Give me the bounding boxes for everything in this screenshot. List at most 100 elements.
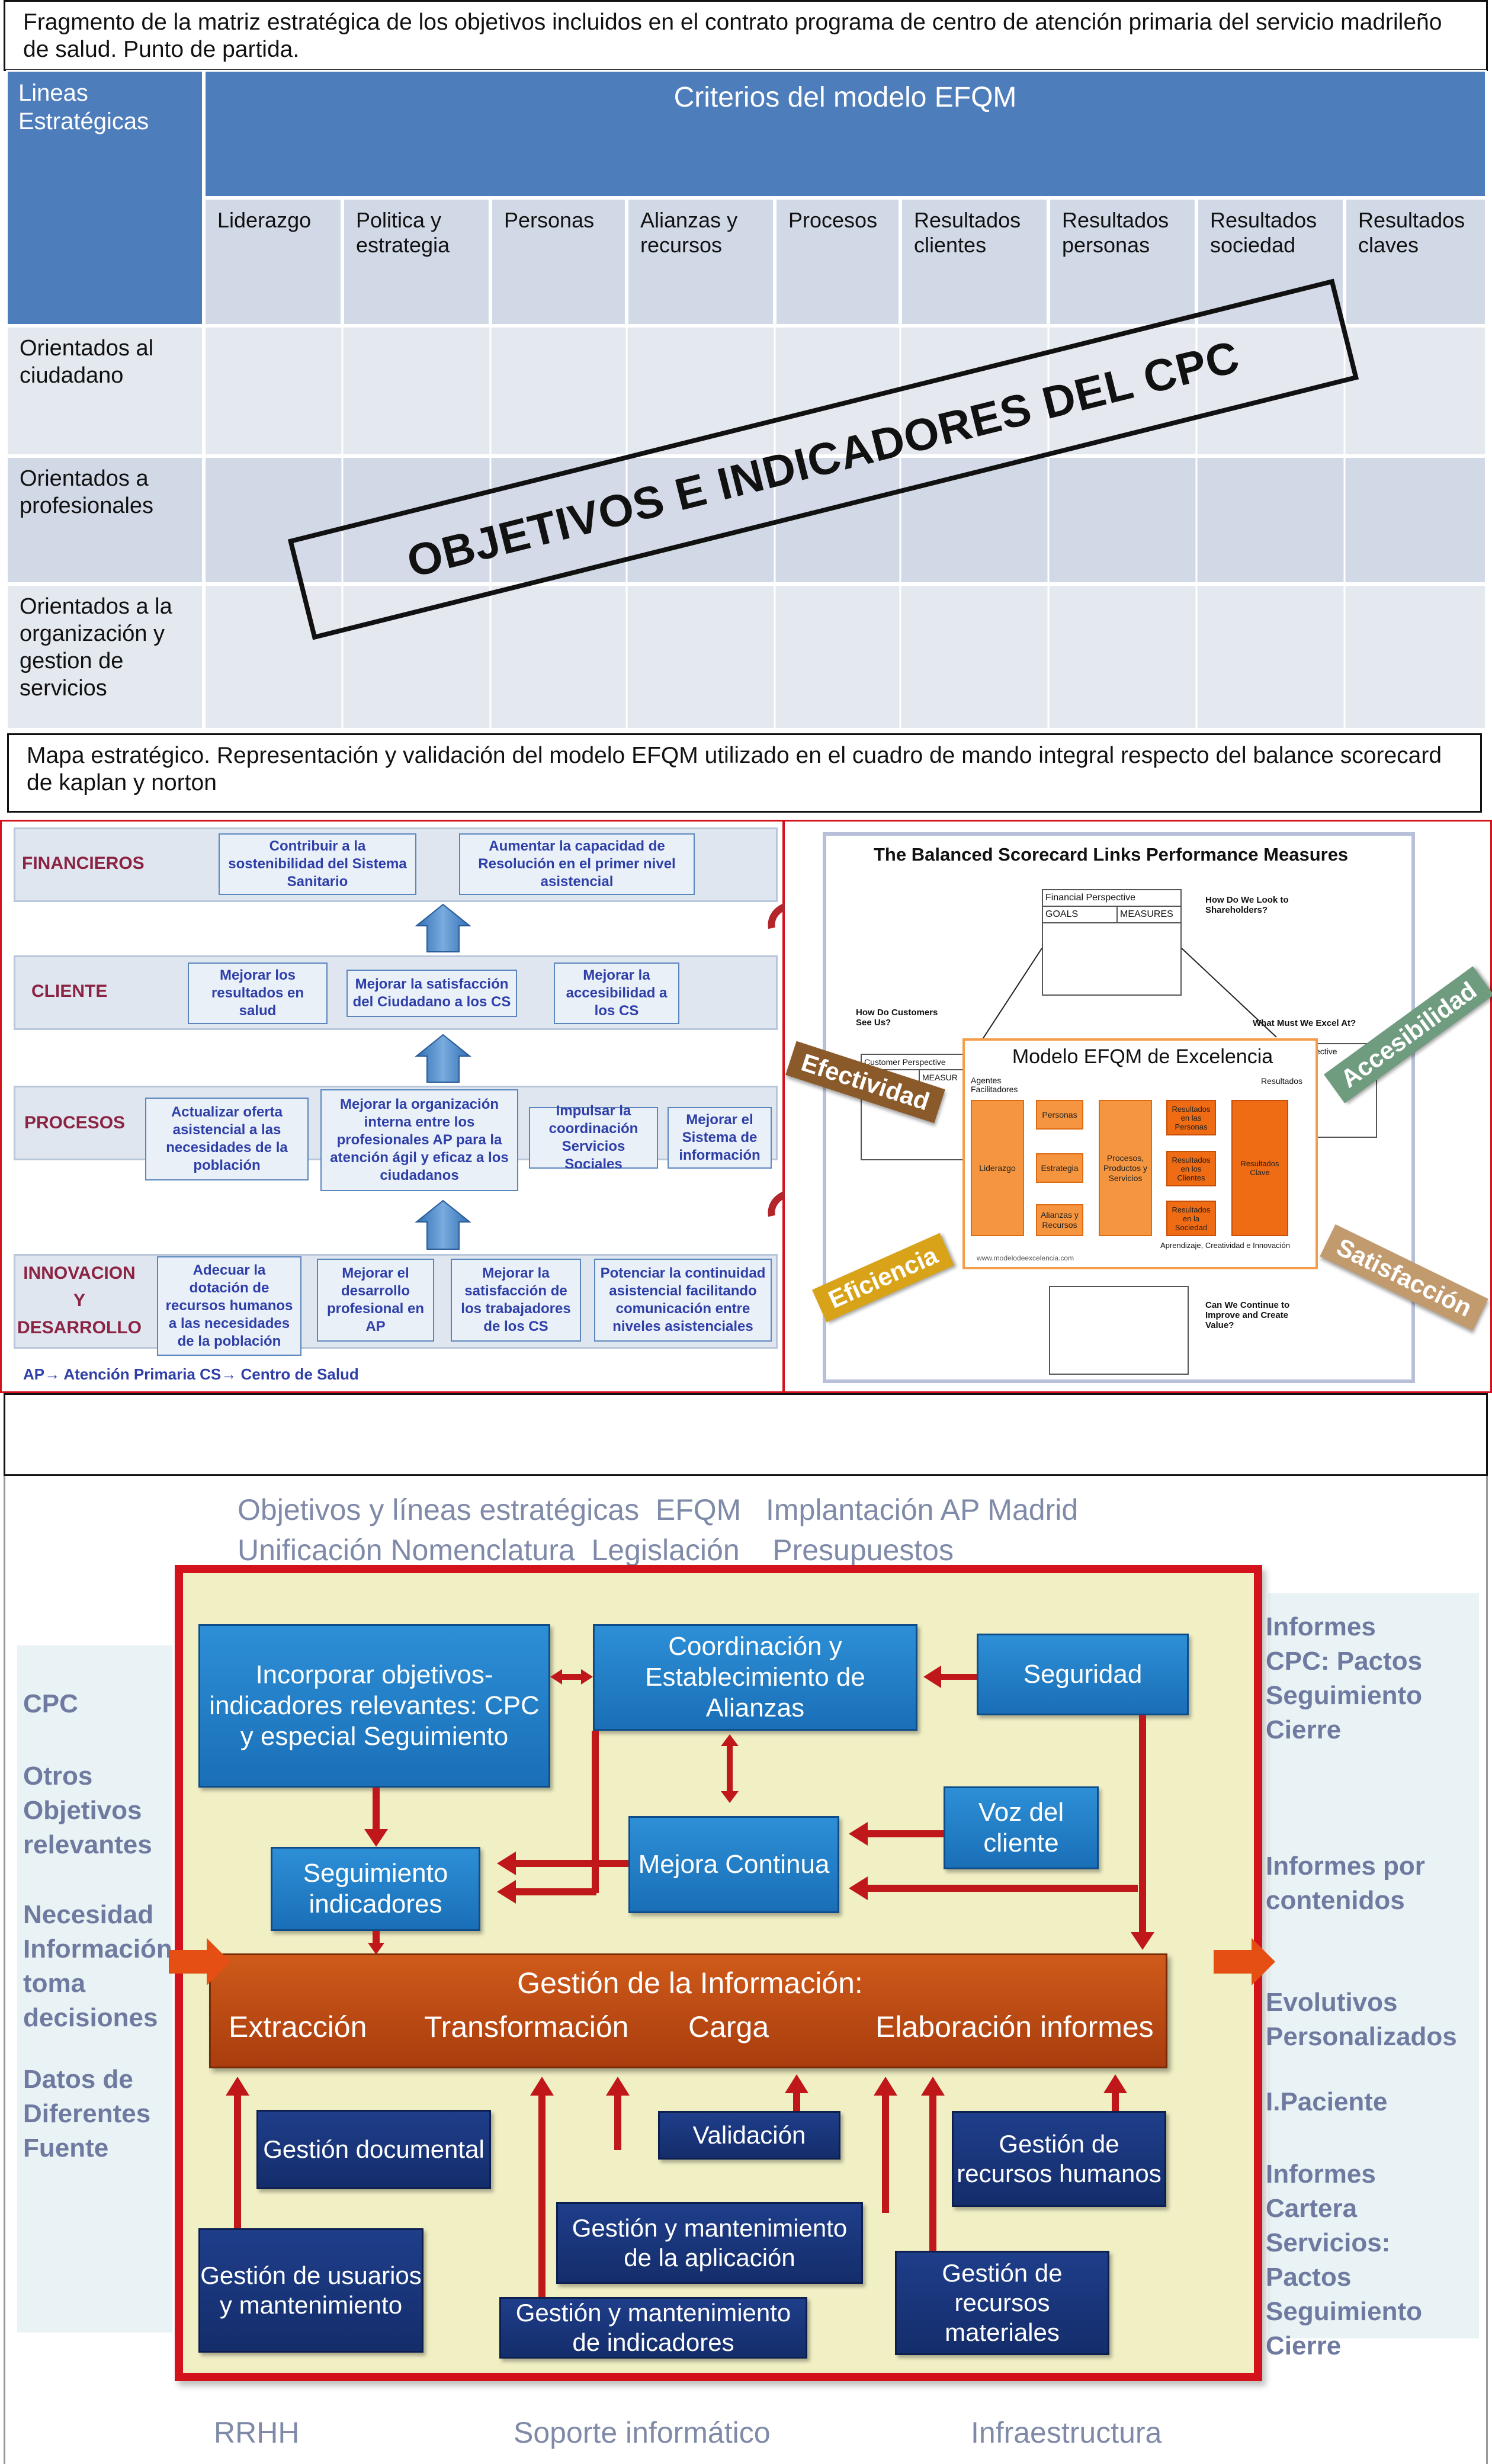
criterion: Resultados sociedad [1196, 198, 1345, 326]
gestion-bar: Gestión de la Información: Extracción Tr… [209, 1953, 1167, 2068]
objective: Mejorar el Sistema de información [668, 1107, 772, 1169]
empty-frame [4, 1393, 1488, 1476]
left-item: CPC [23, 1689, 78, 1718]
criterion: Procesos [775, 198, 900, 326]
gestion-step: Carga [688, 2010, 769, 2043]
efqm-url: www.modelodeexcelencia.com [977, 1254, 1074, 1262]
customer-label: Customer Perspective [862, 1055, 966, 1070]
resultados-label: Resultados [1261, 1076, 1303, 1086]
matrix-corner: Lineas Estratégicas [6, 70, 204, 326]
right-item: Informes por contenidos [1266, 1852, 1425, 1915]
top-line-1: Objetivos y líneas estratégicas EFQM Imp… [238, 1493, 1079, 1526]
map-legend: AP→ Atención Primaria CS→ Centro de Salu… [23, 1365, 359, 1383]
criterion: Resultados clientes [900, 198, 1048, 326]
objective: Mejorar la organización interna entre lo… [320, 1089, 518, 1191]
objective: Mejorar la satisfacción del Ciudadano a … [346, 970, 517, 1017]
matrix-caption: Fragmento de la matriz estratégica de lo… [4, 0, 1488, 71]
voz-box: Voz del cliente [944, 1786, 1099, 1869]
matrix-header: Criterios del modelo EFQM [204, 70, 1487, 198]
objective: Aumentar la capacidad de Resolución en e… [459, 833, 695, 895]
objective: Contribuir a la sostenibilidad del Siste… [219, 833, 416, 895]
criterion: Politica y estrategia [342, 198, 490, 326]
gestion-step: Transformación [424, 2010, 629, 2043]
process-diagram: Objetivos y líneas estratégicas EFQM Imp… [4, 1476, 1488, 2464]
financial-label: Financial Perspective [1043, 890, 1180, 907]
right-item: Evolutivos Personalizados [1266, 1988, 1457, 2051]
aplicacion-box: Gestión y mantenimiento de la aplicación [556, 2202, 863, 2284]
objective: Actualizar oferta asistencial a las nece… [145, 1098, 309, 1180]
strategy-map-panel: FINANCIEROS Contribuir a la sostenibilid… [0, 820, 1492, 1393]
aprendizaje-label: Aprendizaje, Creatividad e Innovación [1160, 1241, 1290, 1250]
documental-box: Gestión documental [256, 2110, 491, 2189]
q-excel: What Must We Excel At? [1253, 1018, 1356, 1028]
bottom-label: Soporte informático [514, 2416, 771, 2449]
efqm-r-clientes: Resultados en los Clientes [1166, 1151, 1216, 1186]
indicadores-box: Gestión y mantenimiento de indicadores [499, 2297, 807, 2359]
top-line-2: Unificación Nomenclatura Legislación Pre… [238, 1533, 954, 1567]
left-item: Otros Objetivos relevantes [23, 1762, 152, 1859]
bsc-diagram: The Balanced Scorecard Links Performance… [823, 832, 1415, 1383]
efqm-r-sociedad: Resultados en la Sociedad [1166, 1201, 1216, 1236]
ective-label: ective [1315, 1047, 1337, 1056]
efqm-title: Modelo EFQM de Excelencia [1012, 1045, 1273, 1068]
q-improve: Can We Continue to Improve and Create Va… [1205, 1300, 1290, 1330]
input-arrow-icon [169, 1938, 230, 1985]
matrix-row [204, 326, 1487, 456]
incorporar-box: Incorporar objetivos-indicadores relevan… [198, 1624, 550, 1788]
agentes-label: Agentes Facilitadores [971, 1076, 1018, 1094]
bottom-label: Infraestructura [971, 2416, 1162, 2449]
right-item: Informes Cartera Servicios: Pactos Segui… [1266, 2160, 1423, 2360]
up-arrow-icon [415, 1034, 471, 1083]
cycle-arrow-icon [768, 1191, 785, 1217]
band-label: PROCESOS [24, 1113, 126, 1132]
matrix-grid [341, 326, 1346, 730]
right-item: Informes CPC: Pactos Seguimiento Cierre [1266, 1612, 1423, 1744]
efqm-personas: Personas [1036, 1100, 1083, 1130]
rrhh-box: Gestión de recursos humanos [952, 2111, 1166, 2207]
cycle-arrow-icon [768, 903, 785, 929]
band-label: INNOVACION Y DESARROLLO [17, 1263, 142, 1337]
right-panel [1268, 1593, 1479, 2338]
validacion-box: Validación [658, 2111, 840, 2160]
row-label: Orientados a la organización y gestion d… [6, 584, 204, 730]
learning-box [1049, 1286, 1189, 1375]
efqm-procesos: Procesos, Productos y Servicios [1099, 1100, 1152, 1236]
gestion-title: Gestión de la Información: [517, 1966, 863, 2000]
left-panel [17, 1645, 172, 2333]
bottom-label: RRHH [214, 2416, 300, 2449]
left-item: Necesidad Información toma decisiones [23, 1900, 172, 2032]
goals-label: GOALS [1043, 907, 1118, 922]
objective: Mejorar la accesibilidad a los CS [554, 962, 679, 1024]
matrix-row [204, 456, 1487, 584]
gestion-step: Extracción [229, 2010, 367, 2043]
efqm-liderazgo: Liderazgo [971, 1100, 1024, 1236]
band-label: CLIENTE [31, 981, 108, 1001]
coordinacion-box: Coordinación y Establecimiento de Alianz… [593, 1624, 917, 1731]
materiales-box: Gestión de recursos materiales [895, 2251, 1109, 2355]
matrix-row [204, 584, 1487, 730]
objective: Mejorar los resultados en salud [188, 962, 328, 1024]
measures-label: MEASURES [1120, 909, 1173, 919]
left-item: Datos de Diferentes Fuente [23, 2065, 151, 2163]
objective: Potenciar la continuidad asistencial fac… [594, 1259, 772, 1342]
objective: Adecuar la dotación de recursos humanos … [157, 1256, 301, 1356]
criterion: Alianzas y recursos [627, 198, 775, 326]
efqm-matrix: Lineas Estratégicas Criterios del modelo… [6, 70, 1487, 730]
efqm-model: Modelo EFQM de Excelencia Agentes Facili… [962, 1038, 1318, 1269]
objective: Mejorar la satisfacción de los trabajado… [451, 1259, 581, 1342]
criterion: Resultados personas [1048, 198, 1196, 326]
q-customers: How Do Customers See Us? [856, 1008, 938, 1028]
efqm-alianzas: Alianzas y Recursos [1036, 1204, 1083, 1236]
strategy-arrows [415, 903, 785, 1250]
gestion-step: Elaboración informes [875, 2010, 1154, 2043]
up-arrow-icon [415, 1199, 471, 1250]
output-arrow-icon [1214, 1938, 1275, 1985]
mejora-box: Mejora Continua [628, 1816, 839, 1913]
seguimiento-box: Seguimiento indicadores [271, 1847, 480, 1931]
efqm-estrategia: Estrategia [1036, 1153, 1083, 1183]
row-label: Orientados al ciudadano [6, 326, 204, 456]
efqm-r-personas: Resultados en las Personas [1166, 1100, 1216, 1135]
criterion: Personas [490, 198, 627, 326]
process-arrows [169, 1666, 1275, 2297]
